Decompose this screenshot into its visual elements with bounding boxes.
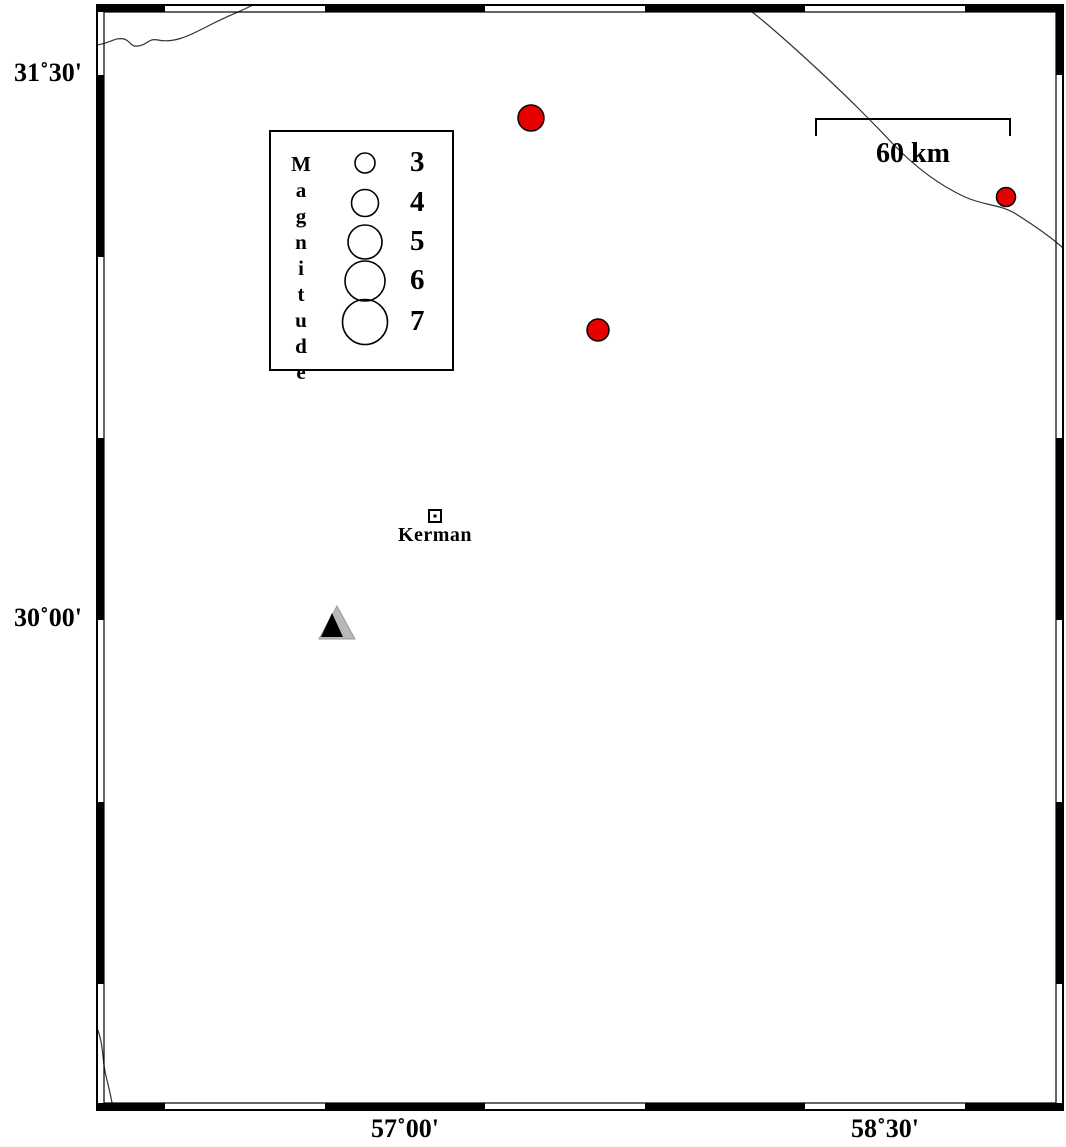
city-marker-kerman <box>428 509 442 523</box>
legend-size-circle <box>350 188 380 218</box>
fault-line-topright <box>742 4 1064 249</box>
legend-circles <box>341 152 389 346</box>
lat-label-top: 31˚30' <box>14 58 82 87</box>
legend-magnitude-value: 5 <box>410 225 425 257</box>
city-label-kerman: Kerman <box>397 524 473 546</box>
earthquake-marker <box>995 186 1017 208</box>
earthquake-markers <box>517 104 1017 342</box>
legend-size-circle <box>354 152 376 174</box>
frame-black-segments-right <box>1056 5 1063 984</box>
earthquake-marker <box>586 318 610 342</box>
river-line-topleft <box>96 4 254 47</box>
legend-size-circle <box>347 224 383 260</box>
lon-label-right: 58˚30' <box>851 1114 919 1143</box>
frame-black-segments-bottom <box>97 1103 1063 1110</box>
map-background <box>97 5 1063 1110</box>
map-frame <box>96 4 1064 1111</box>
fault-lines <box>96 4 1064 1111</box>
legend-magnitude-value: 7 <box>410 305 425 337</box>
legend-magnitude-value: 4 <box>410 186 425 218</box>
legend-magnitude-value: 3 <box>410 146 425 178</box>
scale-bar-bracket <box>815 118 1011 136</box>
legend-size-circle <box>344 260 386 302</box>
frame-black-segments-top <box>97 5 1063 12</box>
station-triangle-marker <box>318 604 356 640</box>
frame-black-segments-left <box>97 75 104 984</box>
legend-magnitude-value: 6 <box>410 264 425 296</box>
earthquake-marker <box>517 104 545 132</box>
lon-label-left: 57˚00' <box>371 1114 439 1143</box>
legend-title: Magnitude <box>289 152 313 386</box>
legend-box <box>269 130 454 371</box>
lat-label-mid: 30˚00' <box>14 603 82 632</box>
line-bottomleft <box>96 1027 114 1111</box>
legend-size-circle <box>341 298 389 346</box>
scale-bar-label: 60 km <box>876 138 950 169</box>
